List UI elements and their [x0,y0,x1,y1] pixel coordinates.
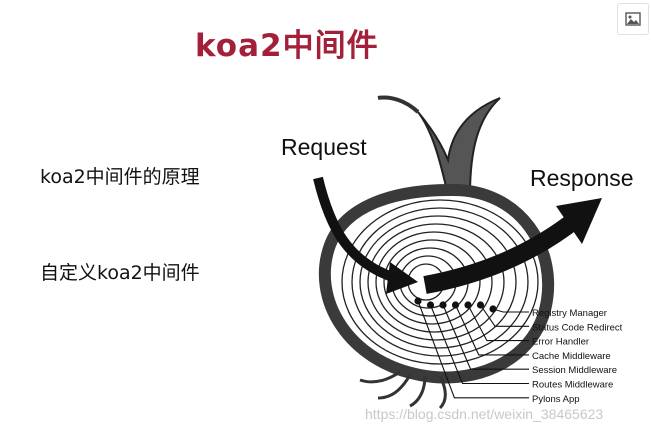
topic-item-principle: koa2中间件的原理 [40,166,200,188]
image-button[interactable] [617,3,649,35]
layer-label: Routes Middleware [532,380,613,391]
layer-label: Registry Manager [532,308,607,319]
layer-label: Pylons App [532,394,580,405]
layer-leaders [414,297,529,399]
layer-leader-line [455,304,529,356]
layer-leader-line [442,304,529,370]
response-arrow [423,212,581,294]
layer-label: Status Code Redirect [532,322,623,333]
request-arrow [313,176,397,283]
layer-label: Error Handler [532,337,589,348]
page-title: koa2中间件 [195,28,379,64]
layer-label: Cache Middleware [532,351,611,362]
image-icon [625,12,641,26]
request-arrowhead [386,262,418,294]
request-label: Request [281,134,367,160]
layer-leader-line [467,304,529,342]
onion-diagram: Request Response Registry ManagerStatus … [281,95,634,410]
topic-item-custom: 自定义koa2中间件 [40,262,200,284]
onion-stem [417,97,501,196]
layer-leader-line [492,308,529,313]
response-label: Response [530,165,634,191]
watermark: https://blog.csdn.net/weixin_38465623 [365,406,604,422]
layer-leader-line [480,304,529,327]
response-arrowhead [556,198,602,244]
onion-roots [359,370,447,410]
layer-leader-line [417,300,529,399]
layer-label: Session Middleware [532,365,617,376]
layer-leader-line [429,304,529,385]
